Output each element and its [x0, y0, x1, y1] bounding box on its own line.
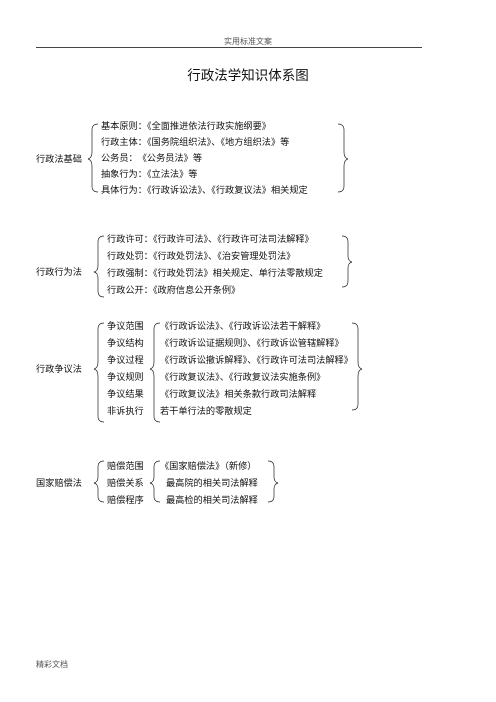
- section4-law: 《国家赔偿法》（新修）: [160, 461, 257, 472]
- section4-label: 赔偿程序: [107, 495, 144, 506]
- page-header: 实用标准文案: [224, 37, 272, 46]
- section1-heading: 行政法基础: [36, 154, 82, 165]
- section4-left-brace: [93, 460, 105, 503]
- section3-label: 非诉执行: [107, 406, 144, 417]
- section3-right-brace: [351, 322, 363, 411]
- section3-label: 争议过程: [107, 355, 144, 366]
- section2-item: 行政处罚：《行政处罚法》、《治安管理处罚法》: [107, 251, 296, 262]
- header-rule: [36, 47, 422, 48]
- section4-label: 赔偿范围: [107, 461, 144, 472]
- section4-label: 赔偿关系: [107, 478, 144, 489]
- section4-mid-brace: [149, 460, 161, 503]
- section1-right-brace: [337, 123, 349, 193]
- section3-law: 《行政复议法》、《行政复议法实施条例》: [160, 372, 326, 383]
- section3-law: 《行政诉讼法》、《行政诉讼法若干解释》: [160, 321, 326, 332]
- section2-left-brace: [93, 235, 105, 298]
- section3-label: 争议结果: [107, 389, 144, 400]
- section1-left-brace: [87, 123, 99, 193]
- section4-law: 最高院的相关司法解释: [166, 478, 258, 489]
- section3-label: 争议范围: [107, 321, 144, 332]
- section3-law: 《行政诉讼证据规则》、《行政诉讼管辖解释》: [160, 338, 344, 349]
- section2-right-brace: [341, 235, 353, 288]
- section2-item: 行政公开：《政府信息公开条例》: [107, 285, 241, 296]
- section3-law: 《行政复议法》相关条款行政司法解释: [160, 389, 317, 400]
- section1-item: 基本原则：《全面推进依法行政实施纲要》: [101, 121, 271, 132]
- section3-label: 争议结构: [107, 338, 144, 349]
- section3-law: 《行政诉讼撤诉解释》、《行政许可法司法解释》: [160, 355, 353, 366]
- section1-item: 公务员： 《公务员法》等: [101, 153, 203, 164]
- section3-law: 若干单行法的零散规定: [160, 406, 252, 417]
- page-title: 行政法学知识体系图: [187, 68, 309, 84]
- section2-item: 行政强制：《行政处罚法》相关规定、单行法零散规定: [107, 268, 323, 279]
- page-footer: 精彩文档: [36, 660, 68, 669]
- section3-left-brace: [93, 322, 105, 423]
- section4-heading: 国家赔偿法: [36, 478, 82, 489]
- section2-item: 行政许可：《行政许可法》、《行政许可法司法解释》: [107, 234, 314, 245]
- section3-label: 争议规则: [107, 372, 144, 383]
- section1-item: 具体行为：《行政诉讼法》、《行政复议法》相关规定: [101, 185, 308, 196]
- section2-heading: 行政行为法: [36, 267, 82, 278]
- section1-item: 行政主体：《国务院组织法》、《地方组织法》等: [101, 137, 290, 148]
- section3-mid-brace: [149, 322, 161, 423]
- section3-heading: 行政争议法: [36, 364, 82, 375]
- section1-item: 抽象行为：《立法法》等: [101, 169, 198, 180]
- section4-right-brace: [267, 460, 279, 503]
- section4-law: 最高检的相关司法解释: [166, 495, 258, 506]
